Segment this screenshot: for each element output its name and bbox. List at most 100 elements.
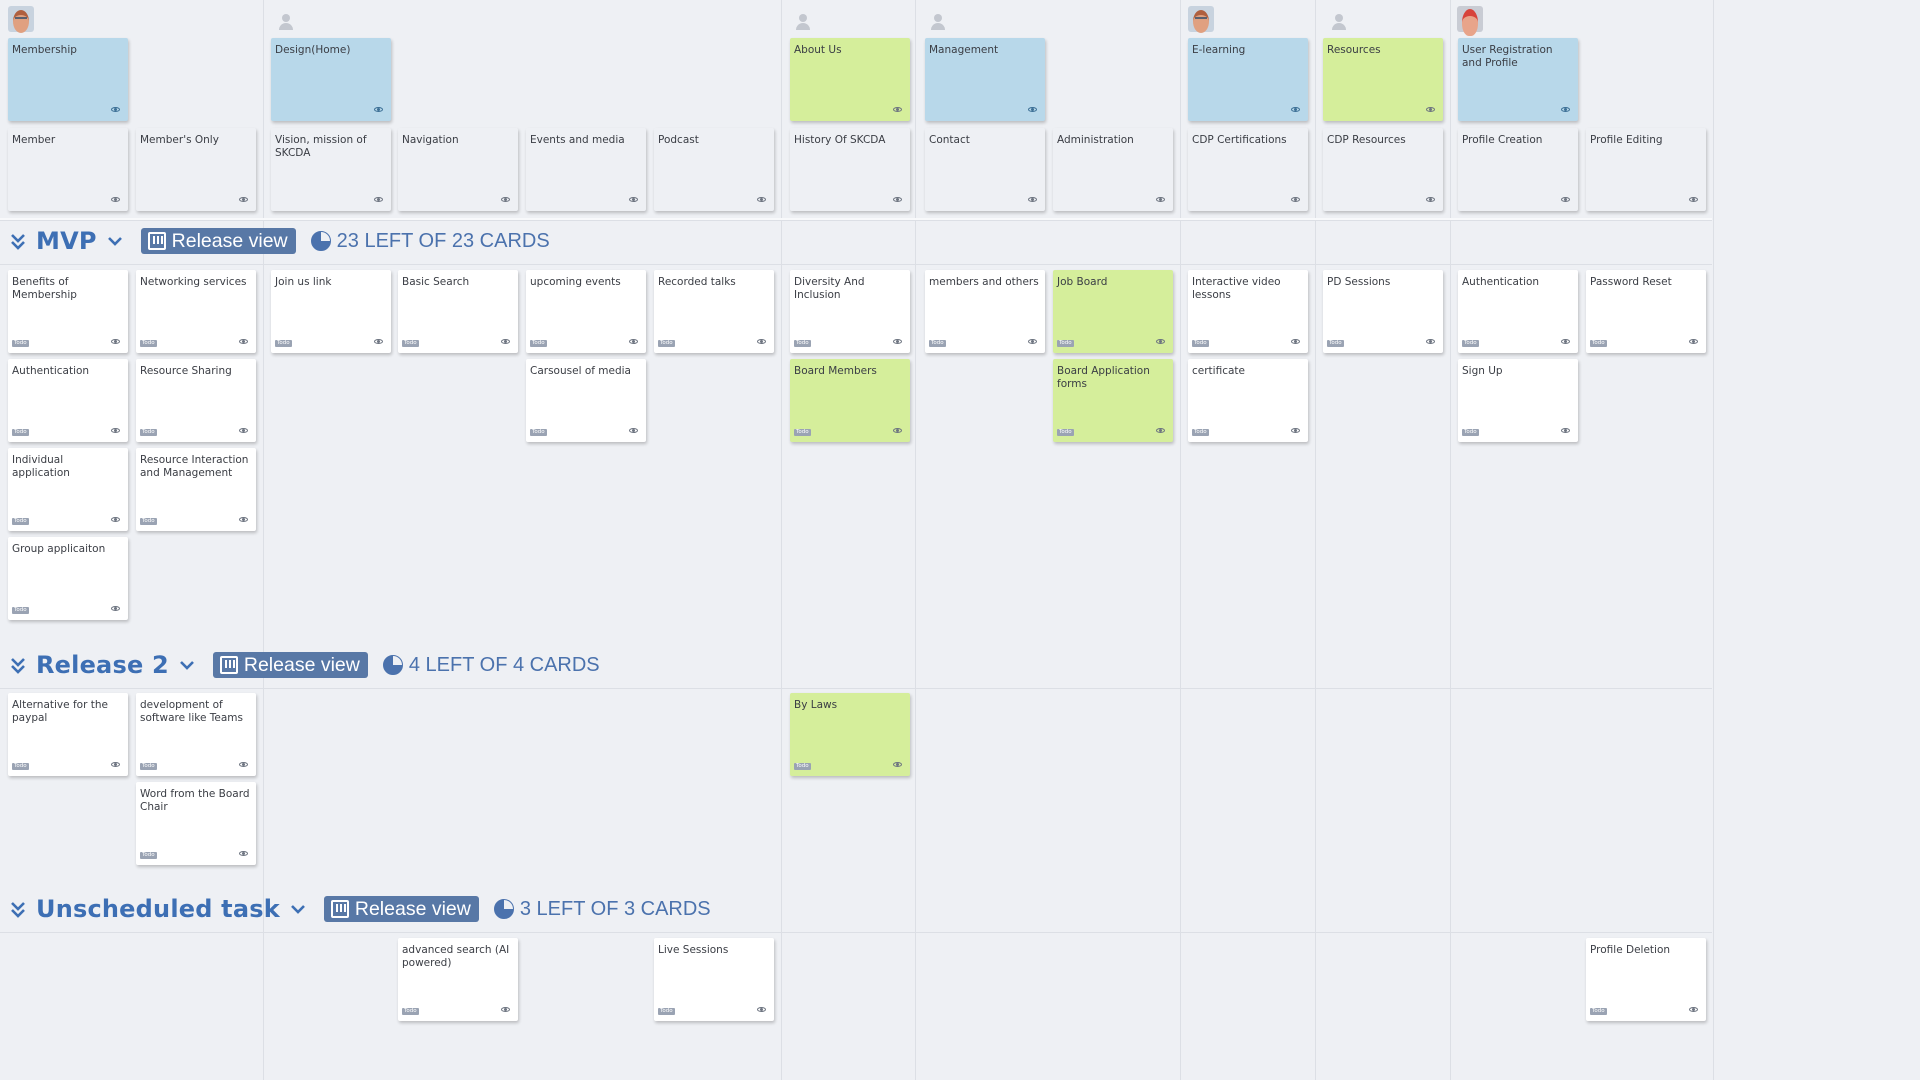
- eye-icon[interactable]: [1426, 339, 1435, 344]
- eye-icon[interactable]: [501, 1007, 510, 1012]
- eye-icon[interactable]: [1156, 339, 1165, 344]
- eye-icon[interactable]: [1028, 197, 1037, 202]
- eye-icon[interactable]: [1689, 197, 1698, 202]
- feature-card[interactable]: Vision, mission of SKCDA: [271, 128, 391, 211]
- eye-icon[interactable]: [111, 762, 120, 767]
- unassigned-user-icon[interactable]: [929, 13, 947, 31]
- feature-card[interactable]: Administration: [1053, 128, 1173, 211]
- release-view-button[interactable]: Release view: [212, 652, 368, 678]
- chevron-down-icon[interactable]: [107, 235, 123, 247]
- release-name[interactable]: Unscheduled task: [36, 895, 280, 923]
- eye-icon[interactable]: [1426, 197, 1435, 202]
- eye-icon[interactable]: [111, 339, 120, 344]
- epic-card[interactable]: E-learning: [1188, 38, 1308, 121]
- user-avatar[interactable]: [1457, 6, 1483, 36]
- unassigned-user-icon[interactable]: [794, 13, 812, 31]
- eye-icon[interactable]: [1028, 339, 1037, 344]
- eye-icon[interactable]: [111, 517, 120, 522]
- eye-icon[interactable]: [893, 339, 902, 344]
- eye-icon[interactable]: [629, 339, 638, 344]
- collapse-double-chevron-icon[interactable]: [10, 656, 36, 674]
- release-name[interactable]: MVP: [36, 227, 97, 255]
- feature-card[interactable]: Profile Creation: [1458, 128, 1578, 211]
- feature-card[interactable]: Member: [8, 128, 128, 211]
- eye-icon[interactable]: [374, 197, 383, 202]
- feature-card[interactable]: Contact: [925, 128, 1045, 211]
- eye-icon[interactable]: [757, 339, 766, 344]
- feature-card[interactable]: History Of SKCDA: [790, 128, 910, 211]
- eye-icon[interactable]: [1291, 428, 1300, 433]
- eye-icon[interactable]: [893, 428, 902, 433]
- eye-icon[interactable]: [111, 606, 120, 611]
- eye-icon[interactable]: [629, 197, 638, 202]
- eye-icon[interactable]: [501, 197, 510, 202]
- eye-icon[interactable]: [1561, 428, 1570, 433]
- eye-icon[interactable]: [757, 1007, 766, 1012]
- epic-card[interactable]: User Registration and Profile: [1458, 38, 1578, 121]
- story-card[interactable]: advanced search (AI powered)Todo: [398, 938, 518, 1021]
- user-avatar[interactable]: [8, 6, 34, 33]
- eye-icon[interactable]: [1689, 1007, 1698, 1012]
- eye-icon[interactable]: [239, 428, 248, 433]
- epic-card[interactable]: Membership: [8, 38, 128, 121]
- feature-card[interactable]: Navigation: [398, 128, 518, 211]
- eye-icon[interactable]: [111, 197, 120, 202]
- eye-icon[interactable]: [893, 107, 902, 112]
- eye-icon[interactable]: [239, 197, 248, 202]
- unassigned-user-icon[interactable]: [277, 13, 295, 31]
- feature-card[interactable]: Member's Only: [136, 128, 256, 211]
- eye-icon[interactable]: [239, 517, 248, 522]
- eye-icon[interactable]: [893, 197, 902, 202]
- collapse-double-chevron-icon[interactable]: [10, 900, 36, 918]
- eye-icon[interactable]: [111, 428, 120, 433]
- eye-icon[interactable]: [1561, 197, 1570, 202]
- eye-icon[interactable]: [501, 339, 510, 344]
- eye-icon[interactable]: [239, 851, 248, 856]
- release-name[interactable]: Release 2: [36, 651, 169, 679]
- feature-card[interactable]: CDP Certifications: [1188, 128, 1308, 211]
- feature-card[interactable]: Podcast: [654, 128, 774, 211]
- eye-icon[interactable]: [1291, 107, 1300, 112]
- epic-card[interactable]: Design(Home): [271, 38, 391, 121]
- unassigned-user-icon[interactable]: [1330, 13, 1348, 31]
- eye-icon[interactable]: [1028, 107, 1037, 112]
- eye-icon[interactable]: [374, 339, 383, 344]
- eye-icon[interactable]: [757, 197, 766, 202]
- chevron-down-icon[interactable]: [179, 659, 195, 671]
- eye-icon[interactable]: [1561, 107, 1570, 112]
- eye-icon[interactable]: [111, 107, 120, 112]
- feature-card[interactable]: Profile Editing: [1586, 128, 1706, 211]
- chevron-down-icon[interactable]: [290, 903, 306, 915]
- eye-icon[interactable]: [1291, 197, 1300, 202]
- epic-card[interactable]: About Us: [790, 38, 910, 121]
- eye-icon[interactable]: [1689, 339, 1698, 344]
- eye-icon[interactable]: [1156, 428, 1165, 433]
- eye-icon[interactable]: [1426, 107, 1435, 112]
- release-view-button[interactable]: Release view: [140, 228, 296, 254]
